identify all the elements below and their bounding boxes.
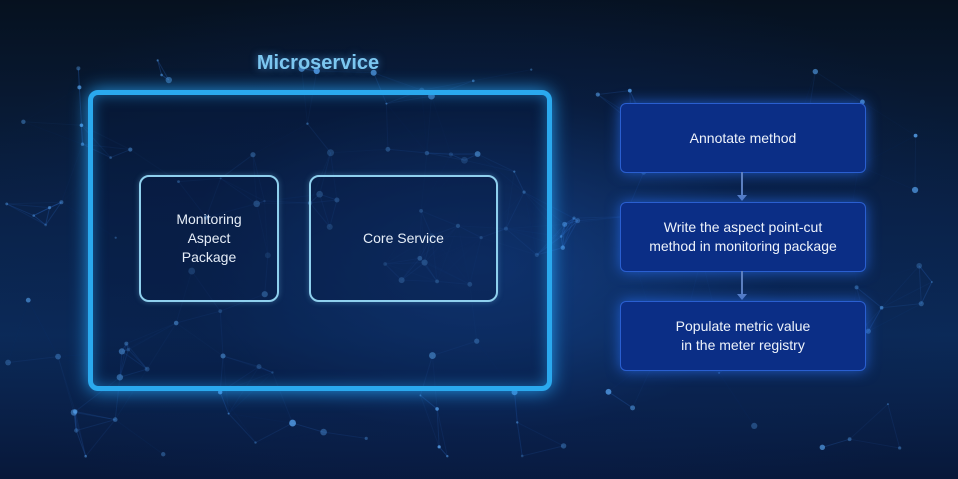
- microservice-title: Microservice: [256, 52, 380, 74]
- core-service-label: Core Service: [363, 230, 444, 246]
- connector-1-2: [741, 172, 743, 198]
- arrow-down-icon: [737, 195, 747, 201]
- step-3-label: Populate metric value in the meter regis…: [675, 318, 811, 353]
- step-write-pointcut: Write the aspect point-cut method in mon…: [620, 202, 866, 272]
- microservice-container: [88, 90, 552, 391]
- monitoring-aspect-package-label: Monitoring Aspect Package: [176, 211, 242, 265]
- step-1-label: Annotate method: [689, 129, 797, 146]
- connector-2-3: [741, 271, 743, 297]
- monitoring-aspect-package-box: Monitoring Aspect Package: [139, 175, 279, 302]
- arrow-down-icon: [737, 294, 747, 300]
- step-2-label: Write the aspect point-cut method in mon…: [649, 219, 837, 254]
- step-populate-metric: Populate metric value in the meter regis…: [620, 301, 866, 371]
- step-annotate-method: Annotate method: [620, 103, 866, 173]
- core-service-box: Core Service: [309, 175, 498, 302]
